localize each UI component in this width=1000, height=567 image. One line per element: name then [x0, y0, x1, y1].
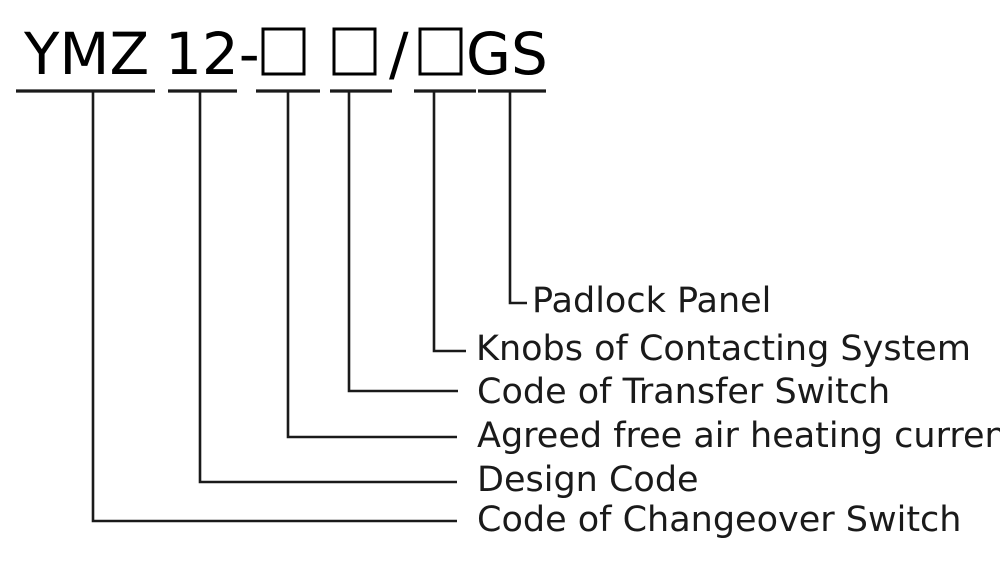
callout-label-design-code: Design Code — [477, 460, 699, 500]
leader-design-code — [198, 91, 457, 484]
callout-labels: Padlock Panel Knobs of Contacting System… — [476, 281, 1000, 540]
leader-code-of-transfer-switch — [347, 91, 458, 393]
callout-label-knobs-of-contacting-system: Knobs of Contacting System — [476, 329, 971, 369]
leader-padlock-panel — [508, 91, 527, 305]
model-segment-slash: / — [389, 20, 409, 88]
model-segment-padlock-suffix: GS — [466, 20, 548, 88]
leader-lines — [91, 91, 527, 523]
callout-label-code-of-changeover-switch: Code of Changeover Switch — [477, 500, 961, 540]
model-string: YMZ 12- / GS — [23, 20, 548, 88]
model-box-knobs — [418, 27, 463, 76]
callout-label-agreed-free-air-heating-current: Agreed free air heating current — [477, 416, 1000, 456]
callout-label-code-of-transfer-switch: Code of Transfer Switch — [477, 372, 890, 412]
model-segment-series-prefix: YMZ — [23, 20, 149, 88]
leader-agreed-free-air-heating-current — [286, 91, 457, 439]
leader-code-of-changeover-switch — [91, 91, 457, 523]
model-box-heating-current — [261, 27, 306, 76]
leader-knobs-of-contacting-system — [432, 91, 466, 353]
model-segment-design-code: 12- — [165, 20, 260, 88]
callout-label-padlock-panel: Padlock Panel — [532, 281, 771, 321]
model-box-transfer-switch — [332, 27, 377, 76]
